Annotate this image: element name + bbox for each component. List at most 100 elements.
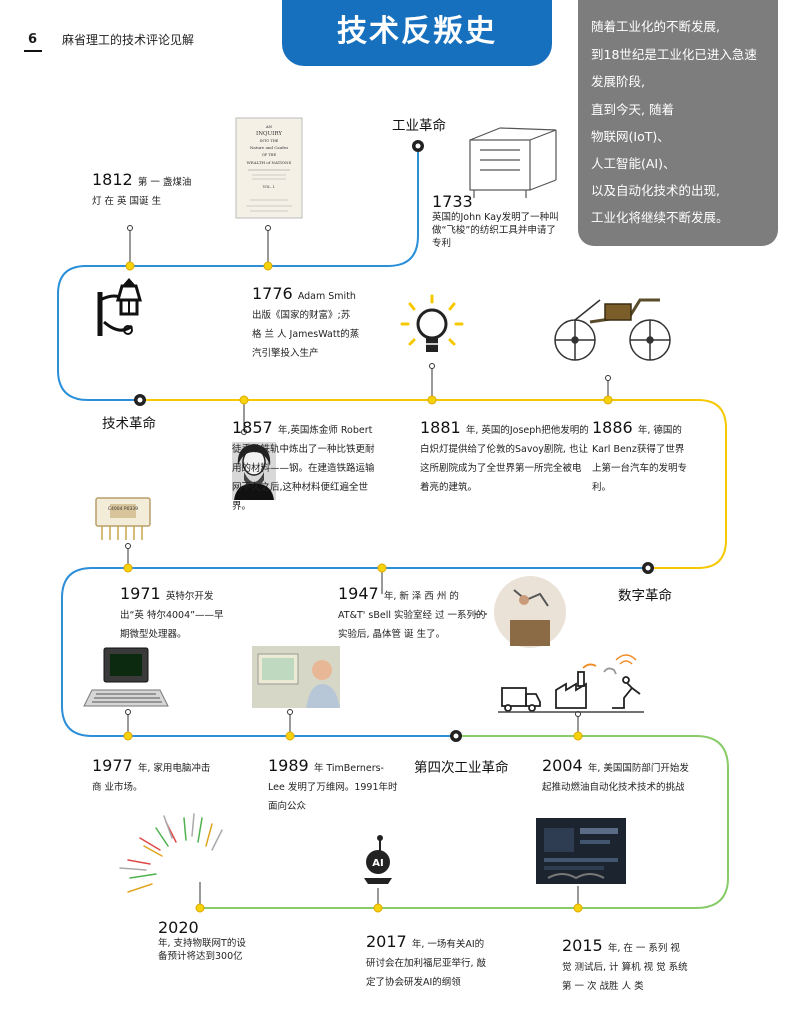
- era-label-industrial: 工业革命: [392, 118, 446, 134]
- node-1881: [427, 395, 437, 405]
- book-line: INTO THE: [260, 139, 279, 143]
- event-text: 第 一 盏煤油 灯 在 英 国诞 生: [92, 177, 192, 207]
- event-text: 年, 支持物联网T的设备预计将达到300亿: [158, 938, 246, 962]
- node-1776: [263, 261, 273, 271]
- event-text: 年, 家用电脑冲击 商 业市场。: [92, 763, 211, 793]
- node-1971: [123, 563, 133, 573]
- book-line: WEALTH of NATIONS: [247, 160, 292, 165]
- era-label-fourth: 第四次工业革命: [414, 760, 509, 776]
- book-volume: VOL. I.: [262, 185, 275, 189]
- timeline-path-blue-2: [61, 567, 648, 737]
- intro-line: 工业化将继续不断发展。: [591, 210, 729, 225]
- tim-berners-lee-photo-image: [252, 646, 340, 708]
- publication-name: 麻省理工的技术评论见解: [62, 33, 195, 47]
- event-2017: 2017 年, 一场有关AI的研讨会在加利福尼亚举行, 敲定了协会研发AI的纲领: [366, 932, 488, 989]
- era-marker-fourth: [450, 730, 462, 742]
- era-marker-technical: [134, 394, 146, 406]
- event-text: 年, 德国的Karl Benz获得了世界上第一台汽车的发明专利。: [592, 425, 688, 493]
- intro-line: 发展阶段,: [591, 74, 645, 89]
- title-banner: [282, 0, 552, 66]
- book-line: Nature and Caufes: [250, 145, 288, 150]
- event-year: 1947: [338, 584, 379, 603]
- light-bulb-icon: [400, 294, 464, 352]
- node-2020: [195, 903, 205, 913]
- ai-badge-label: AI: [372, 858, 383, 869]
- intel-4004-chip-image: C4004 P0339: [95, 497, 151, 540]
- event-text: 英特尔开发出“英 特尔4004”——早期微型处理器。: [120, 591, 224, 640]
- iot-data-burst-image: [119, 813, 223, 893]
- event-text: 年 TimBerners-Lee 发明了万维网。1991年时面向公众: [268, 763, 398, 812]
- intro-line: 以及自动化技术的出现,: [591, 183, 720, 198]
- robert-portrait-image: [232, 442, 276, 500]
- event-year: 1881: [420, 418, 461, 437]
- node-1989: [285, 731, 295, 741]
- event-year: 1812: [92, 170, 133, 189]
- node-2015: [573, 903, 583, 913]
- wealth-of-nations-book-image: AN INQUIRY INTO THE Nature and Caufes OF…: [235, 117, 303, 219]
- node-2004: [573, 731, 583, 741]
- ai-podium-icon: AI: [364, 835, 392, 884]
- intro-line: 人工智能(AI)、: [591, 156, 676, 171]
- event-year: 1886: [592, 418, 633, 437]
- event-text: 年, 新 泽 西 州 的 AT&T' sBell 实验室经 过 一系列的实验后,…: [338, 591, 486, 640]
- book-line: OF THE: [262, 153, 277, 157]
- event-year: 2020: [158, 918, 199, 937]
- era-label-technical: 技术革命: [102, 416, 156, 432]
- event-year: 1989: [268, 756, 309, 775]
- event-year: 1971: [120, 584, 161, 603]
- ellipsis-connector: [475, 613, 487, 615]
- node-2017: [373, 903, 383, 913]
- intro-line: 随着工业化的不断发展,: [591, 19, 720, 34]
- intro-box: [578, 0, 778, 246]
- flying-shuttle-loom-image: [469, 127, 557, 198]
- benz-patent-motorwagen-image: [554, 298, 671, 361]
- book-line: AN: [265, 124, 273, 129]
- event-year: 1977: [92, 756, 133, 775]
- event-year: 2015: [562, 936, 603, 955]
- chip-label: C4004 P0339: [108, 506, 138, 512]
- industry-icons-image: [498, 654, 644, 713]
- event-text: 年, 英国的Joseph把他发明的白炽灯提供给了伦敦的Savoy剧院, 也让这所…: [420, 425, 589, 493]
- event-1776: 1776 Adam Smith 出版《国家的财富》;苏 格 兰 人 JamesW…: [252, 284, 362, 360]
- era-label-digital: 数字革命: [618, 588, 672, 604]
- computer-vision-screen-image: [536, 818, 626, 884]
- timeline-path-green: [200, 735, 729, 909]
- event-1947: 1947 年, 新 泽 西 州 的 AT&T' sBell 实验室经 过 一系列…: [338, 584, 486, 641]
- event-text: 年, 一场有关AI的研讨会在加利福尼亚举行, 敲定了协会研发AI的纲领: [366, 939, 487, 988]
- node-1947: [377, 563, 387, 573]
- event-text: 年,英国炼金师 Robert 徒手从铁轨中炼出了一种比铁更耐用的材料——钢。在建…: [232, 425, 375, 512]
- transistor-photo-image: [494, 576, 566, 648]
- node-1886: [603, 395, 613, 405]
- street-lamp-image: [97, 278, 142, 336]
- event-text: 年, 美国国防部门开始发起推动燃油自动化技术技术的挑战: [542, 763, 689, 793]
- event-year: 1733: [432, 192, 473, 211]
- intro-line: 物联网(IoT)、: [591, 129, 670, 144]
- home-computer-image: [83, 647, 169, 707]
- event-2020: 2020 年, 支持物联网T的设备预计将达到300亿: [158, 918, 250, 963]
- event-2015: 2015 年, 在 一 系列 视 觉 测试后, 计 算机 视 觉 系统 第 一 …: [562, 936, 692, 993]
- node-1857: [239, 395, 249, 405]
- era-marker-digital: [642, 562, 654, 574]
- event-year: 1776: [252, 284, 293, 303]
- page-number-underline: [24, 50, 42, 52]
- event-year: 2004: [542, 756, 583, 775]
- event-text: 英国的John Kay发明了一种叫做“飞梭”的纺织工具并申请了专利: [432, 212, 559, 249]
- event-1971: 1971 英特尔开发出“英 特尔4004”——早期微型处理器。: [120, 584, 230, 641]
- book-line: INQUIRY: [256, 131, 282, 137]
- event-year: 2017: [366, 932, 407, 951]
- event-1857: 1857 年,英国炼金师 Robert 徒手从铁轨中炼出了一种比铁更耐用的材料—…: [232, 418, 382, 513]
- event-year: 1857: [232, 418, 273, 437]
- page-title: 技术反叛史: [337, 14, 497, 49]
- event-text: Adam Smith 出版《国家的财富》;苏 格 兰 人 JamesWatt的蒸…: [252, 291, 360, 359]
- node-1812: [125, 261, 135, 271]
- timeline-path-blue: [57, 152, 419, 401]
- event-1989: 1989 年 TimBerners-Lee 发明了万维网。1991年时面向公众: [268, 756, 398, 813]
- intro-line: 直到今天, 随着: [591, 102, 674, 117]
- event-1886: 1886 年, 德国的Karl Benz获得了世界上第一台汽车的发明专利。: [592, 418, 692, 494]
- event-1881: 1881 年, 英国的Joseph把他发明的白炽灯提供给了伦敦的Savoy剧院,…: [420, 418, 590, 494]
- timeline-path-yellow: [140, 399, 727, 569]
- event-2004: 2004 年, 美国国防部门开始发起推动燃油自动化技术技术的挑战: [542, 756, 692, 794]
- event-1733: 1733 英国的John Kay发明了一种叫做“飞梭”的纺织工具并申请了专利: [432, 192, 562, 250]
- event-text: 年, 在 一 系列 视 觉 测试后, 计 算机 视 觉 系统 第 一 次 战胜 …: [562, 943, 688, 992]
